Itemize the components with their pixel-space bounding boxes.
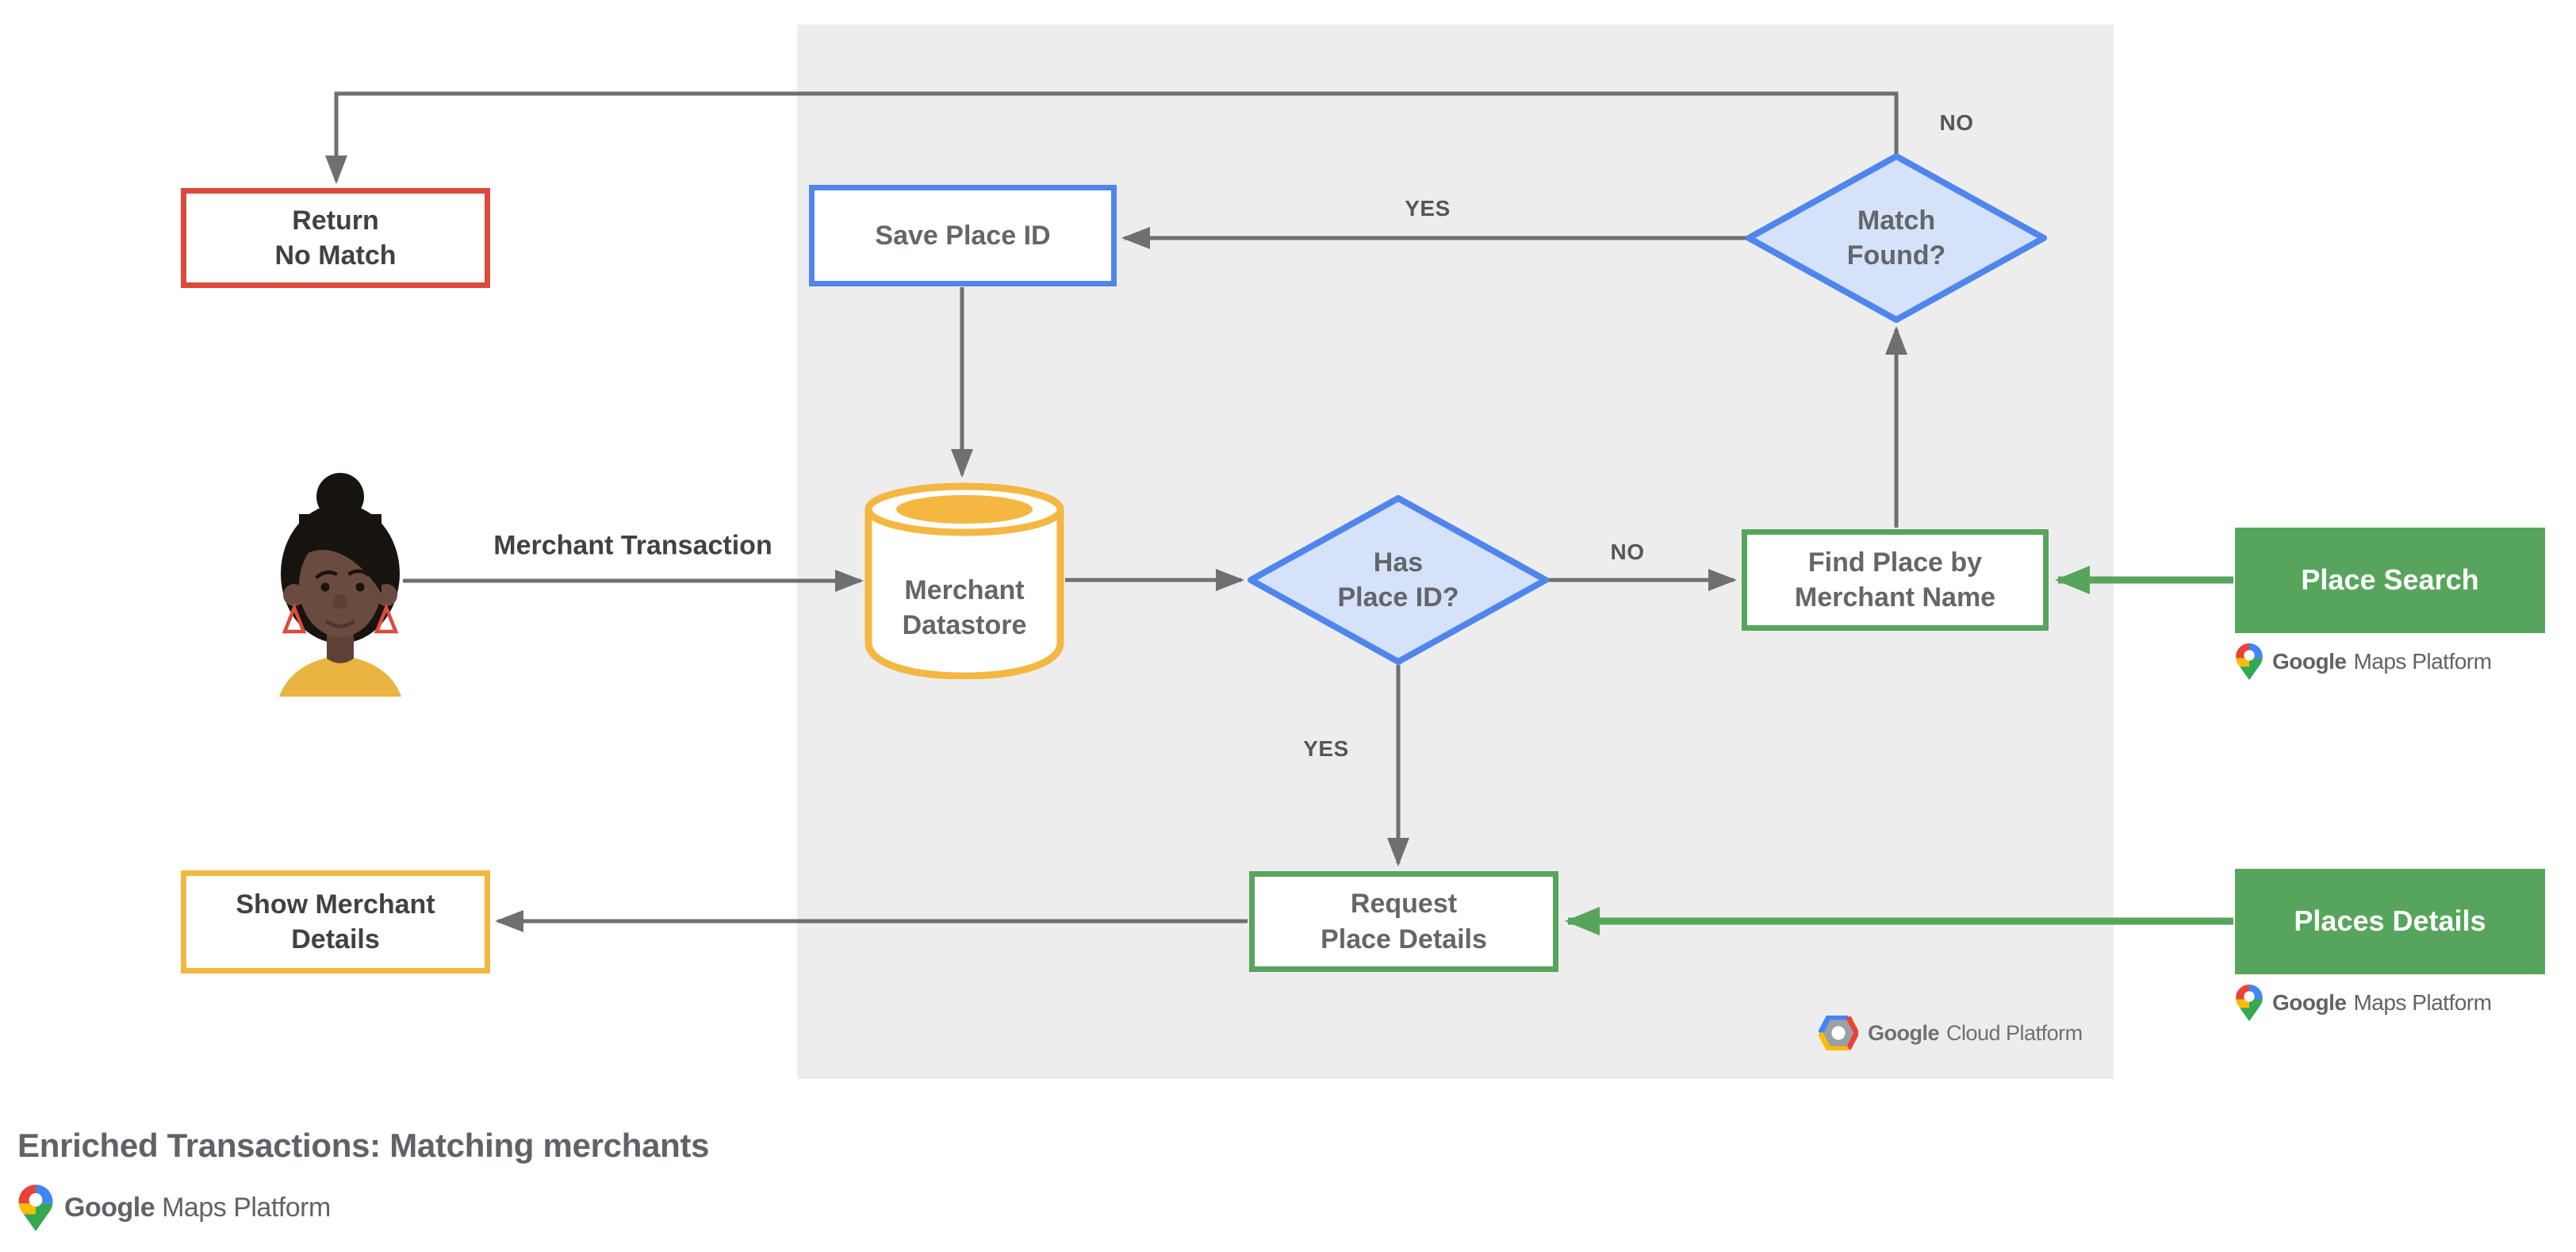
node-label: Save Place ID [875, 220, 1051, 251]
logo-google: Google [2272, 649, 2347, 674]
logo-product: Cloud Platform [1946, 1020, 2083, 1045]
node-label: Show Merchant Details [236, 889, 435, 954]
diamond-has-place-id [1248, 495, 1549, 665]
node-label: Request Place Details [1321, 889, 1487, 954]
edge-label-no-has-place-id: NO [1610, 540, 1645, 564]
node-label: Places Details [2294, 904, 2486, 938]
user-avatar [279, 473, 401, 697]
node-label: Place Search [2301, 563, 2479, 597]
cylinder-label-merchant-datastore: Merchant Datastore [902, 574, 1027, 640]
logo-product: Maps Platform [2353, 990, 2492, 1015]
node-label: Return No Match [274, 205, 397, 271]
maps-pin-icon [18, 1185, 53, 1231]
diamond-match-found [1746, 153, 2047, 323]
diamond-label-match-found: Match Found? [1846, 205, 1946, 271]
edge-label-yes-has-place-id: YES [1303, 736, 1349, 761]
node-save-place-id: Save Place ID [809, 185, 1117, 286]
node-find-place-by-merchant-name: Find Place by Merchant Name [1742, 529, 2049, 631]
node-places-details: Places Details [2235, 869, 2545, 974]
edge-label-no-match-found: NO [1939, 110, 1974, 135]
edge-label-merchant-transaction: Merchant Transaction [493, 530, 772, 561]
logo-product: Maps Platform [2353, 649, 2492, 674]
logo-google: Google [2272, 990, 2347, 1015]
diamond-label-has-place-id: Has Place ID? [1337, 547, 1459, 613]
logo-product: Maps Platform [162, 1192, 331, 1223]
logo-google: Google [64, 1192, 155, 1223]
maps-pin-icon [2236, 984, 2263, 1022]
cloud-hexagon-icon [1819, 1016, 1858, 1050]
logo-google: Google [1868, 1020, 1940, 1045]
node-place-search: Place Search [2235, 528, 2545, 633]
node-return-no-match: Return No Match [181, 188, 490, 288]
node-show-merchant-details: Show Merchant Details [181, 870, 490, 974]
maps-pin-icon [2236, 643, 2263, 681]
diagram-title: Enriched Transactions: Matching merchant… [17, 1127, 710, 1164]
edge-label-yes-match-found: YES [1405, 196, 1451, 221]
node-label: Find Place by Merchant Name [1794, 547, 1996, 613]
merchant-datastore-cylinder [864, 482, 1064, 679]
node-request-place-details: Request Place Details [1249, 871, 1558, 972]
